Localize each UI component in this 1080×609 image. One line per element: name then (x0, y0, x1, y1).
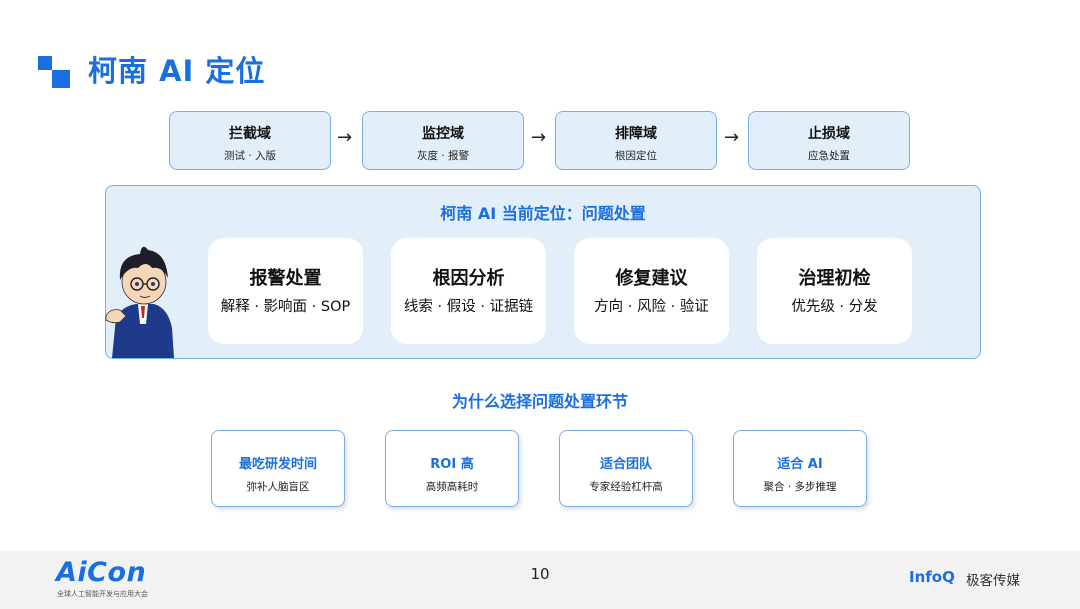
why-item-dev-time: 最吃研发时间 弥补人脑盲区 (211, 430, 345, 507)
infoq-logo: InfoQ (909, 568, 955, 586)
card-root-cause: 根因分析 线索 · 假设 · 证据链 (391, 238, 546, 344)
why-item-subtitle: 专家经验杠杆高 (589, 481, 663, 493)
domain-title: 拦截域 (229, 126, 271, 142)
domain-title: 排障域 (615, 126, 657, 142)
card-title: 修复建议 (615, 268, 688, 289)
arrow-right-icon: → (337, 127, 353, 148)
domain-subtitle: 应急处置 (808, 150, 850, 162)
why-item-subtitle: 弥补人脑盲区 (246, 481, 310, 493)
aicon-logo-subtitle: 全球人工智能开发与应用大会 (57, 590, 148, 598)
domain-subtitle: 测试 · 入版 (223, 150, 276, 162)
domain-subtitle: 灰度 · 报警 (416, 150, 469, 162)
card-subtitle: 线索 · 假设 · 证据链 (403, 299, 534, 315)
card-subtitle: 解释 · 影响面 · SOP (220, 299, 351, 315)
why-item-title: ROI 高 (430, 457, 474, 472)
card-governance-check: 治理初检 优先级 · 分发 (757, 238, 912, 344)
conan-character-icon (105, 246, 174, 358)
card-title: 报警处置 (249, 268, 322, 289)
domain-title: 监控域 (422, 126, 464, 142)
why-item-team-fit: 适合团队 专家经验杠杆高 (559, 430, 693, 507)
arrow-right-icon: → (531, 127, 547, 148)
domain-box-troubleshoot: 排障域 根因定位 (555, 111, 717, 170)
card-alert-handling: 报警处置 解释 · 影响面 · SOP (208, 238, 363, 344)
why-item-ai-fit: 适合 AI 聚合 · 多步推理 (733, 430, 867, 507)
partner-name: 极客传媒 (966, 573, 1020, 589)
why-item-title: 适合 AI (777, 457, 823, 472)
domain-box-intercept: 拦截域 测试 · 入版 (169, 111, 331, 170)
why-item-title: 适合团队 (599, 457, 652, 472)
page-title: 柯南 AI 定位 (88, 54, 266, 88)
card-subtitle: 方向 · 风险 · 验证 (594, 299, 709, 315)
panel-title: 柯南 AI 当前定位：问题处置 (440, 204, 646, 223)
card-subtitle: 优先级 · 分发 (791, 299, 878, 315)
why-item-title: 最吃研发时间 (238, 457, 317, 472)
title-decoration-icon (38, 56, 72, 90)
card-title: 根因分析 (432, 268, 505, 289)
card-fix-suggestion: 修复建议 方向 · 风险 · 验证 (574, 238, 729, 344)
positioning-panel: 柯南 AI 当前定位：问题处置 报警处置 解释 · 影响面 · SOP 根因分析… (105, 185, 981, 359)
domain-box-stoploss: 止损域 应急处置 (748, 111, 910, 170)
card-title: 治理初检 (798, 268, 871, 289)
footer: AiCon 全球人工智能开发与应用大会 10 InfoQ 极客传媒 (0, 551, 1080, 609)
why-section-title: 为什么选择问题处置环节 (451, 392, 628, 411)
why-item-roi: ROI 高 高频高耗时 (385, 430, 519, 507)
domain-subtitle: 根因定位 (615, 150, 657, 162)
aicon-logo: AiCon (56, 557, 147, 588)
page-number: 10 (530, 565, 550, 583)
domain-title: 止损域 (808, 126, 850, 142)
domain-box-monitor: 监控域 灰度 · 报警 (362, 111, 524, 170)
why-item-subtitle: 聚合 · 多步推理 (763, 481, 837, 493)
arrow-right-icon: → (724, 127, 740, 148)
why-item-subtitle: 高频高耗时 (425, 481, 479, 493)
